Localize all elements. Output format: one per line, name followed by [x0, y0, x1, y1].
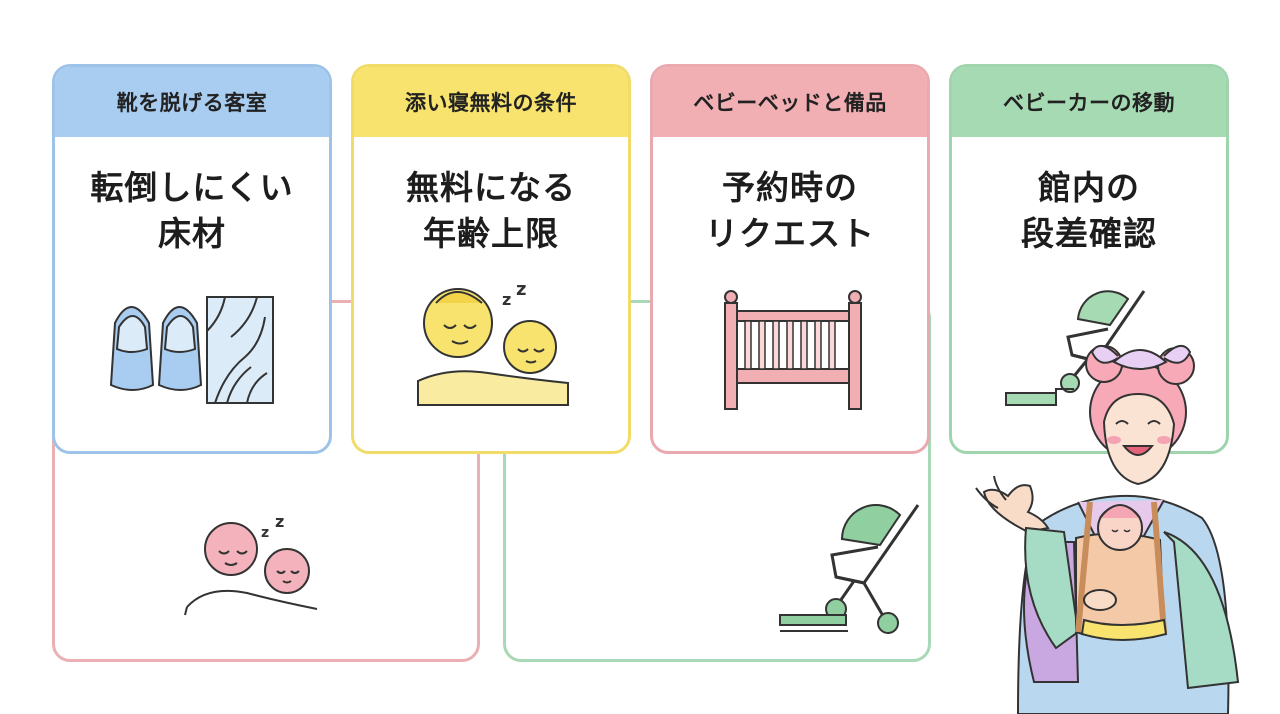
- card-headline-line-1: 予約時の: [722, 168, 858, 207]
- baby-crib-icon: [724, 290, 862, 410]
- slippers-wood-floor-icon: [109, 296, 274, 404]
- stroller-step-icon: [779, 504, 920, 634]
- card-baby-bed: ベビーベッドと備品 予約時の リクエスト: [650, 64, 930, 454]
- card-co-sleeping: 添い寝無料の条件 無料になる 年齢上限 z z: [351, 64, 631, 454]
- card-stroller: ベビーカーの移動 館内の 段差確認: [949, 64, 1229, 454]
- svg-text:z: z: [261, 525, 269, 541]
- card-headline: 予約時の リクエスト: [653, 165, 927, 257]
- card-headline-line-2: 段差確認: [1021, 214, 1157, 253]
- card-header: 靴を脱げる客室: [55, 67, 329, 137]
- card-headline-line-2: リクエスト: [705, 214, 875, 253]
- svg-text:z: z: [502, 290, 511, 309]
- sleeping-parent-child-icon: z z: [184, 515, 318, 616]
- card-headline: 転倒しにくい 床材: [55, 165, 329, 257]
- stroller-step-icon: [1005, 290, 1146, 406]
- svg-text:z: z: [516, 279, 526, 300]
- card-header: ベビーベッドと備品: [653, 67, 927, 137]
- card-shoeless-room: 靴を脱げる客室 転倒しにくい 床材: [52, 64, 332, 454]
- card-headline-line-1: 無料になる: [406, 168, 576, 207]
- svg-text:z: z: [275, 515, 284, 531]
- kimono-woman-with-baby-icon: [975, 345, 1240, 714]
- card-headline-line-2: 床材: [158, 214, 226, 253]
- card-headline-line-1: 館内の: [1038, 168, 1140, 207]
- card-headline: 無料になる 年齢上限: [354, 165, 628, 257]
- card-headline-line-1: 転倒しにくい: [90, 168, 294, 207]
- card-header: 添い寝無料の条件: [354, 67, 628, 137]
- card-headline-line-2: 年齢上限: [423, 214, 559, 253]
- sleeping-parent-child-icon: z z: [417, 279, 569, 406]
- card-headline: 館内の 段差確認: [952, 165, 1226, 257]
- card-header: ベビーカーの移動: [952, 67, 1226, 137]
